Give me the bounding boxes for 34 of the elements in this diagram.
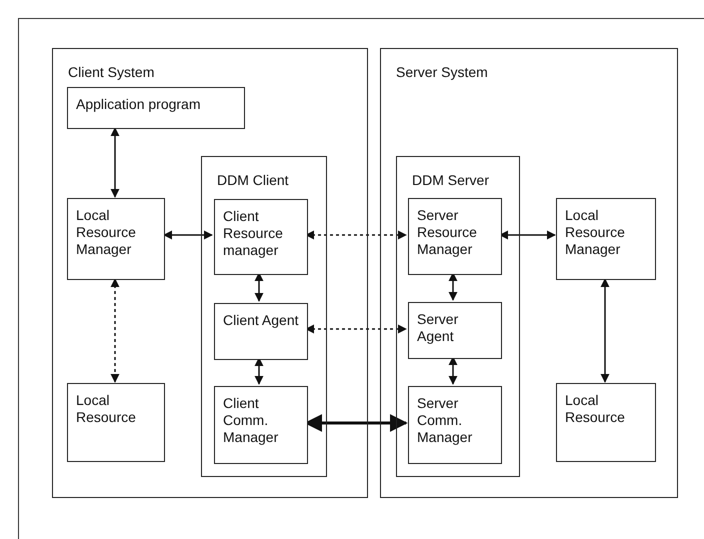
system-container bbox=[201, 156, 327, 477]
box-label: Local Resource bbox=[565, 392, 626, 426]
container-title: DDM Server bbox=[412, 172, 490, 189]
arrow bbox=[110, 127, 120, 198]
system-container bbox=[52, 48, 368, 498]
arrow bbox=[163, 230, 213, 240]
box-label: Client Agent bbox=[223, 312, 300, 329]
component-box bbox=[556, 383, 656, 462]
component-box bbox=[556, 198, 656, 280]
component-box bbox=[67, 383, 165, 462]
box-label: Local Resource bbox=[76, 392, 137, 426]
component-box bbox=[408, 302, 502, 359]
arrow bbox=[600, 278, 610, 383]
container-title: Client System bbox=[68, 64, 156, 81]
component-box bbox=[67, 87, 245, 129]
box-label: Local Resource Manager bbox=[565, 207, 626, 258]
box-label: Application program bbox=[76, 96, 202, 113]
system-container bbox=[396, 156, 520, 477]
box-label: Client Comm. Manager bbox=[223, 395, 280, 446]
box-label: Server Agent bbox=[417, 311, 460, 345]
component-box bbox=[408, 386, 502, 464]
component-box bbox=[214, 199, 308, 275]
box-label: Client Resource manager bbox=[223, 208, 284, 259]
box-label: Server Comm. Manager bbox=[417, 395, 474, 446]
container-title: DDM Client bbox=[217, 172, 290, 189]
component-box bbox=[214, 303, 308, 360]
system-container bbox=[380, 48, 678, 498]
box-label: Server Resource Manager bbox=[417, 207, 478, 258]
arrow bbox=[110, 278, 120, 383]
component-box bbox=[67, 198, 165, 280]
component-box bbox=[214, 386, 308, 464]
container-title: Server System bbox=[396, 64, 489, 81]
component-box bbox=[408, 198, 502, 275]
box-label: Local Resource Manager bbox=[76, 207, 137, 258]
